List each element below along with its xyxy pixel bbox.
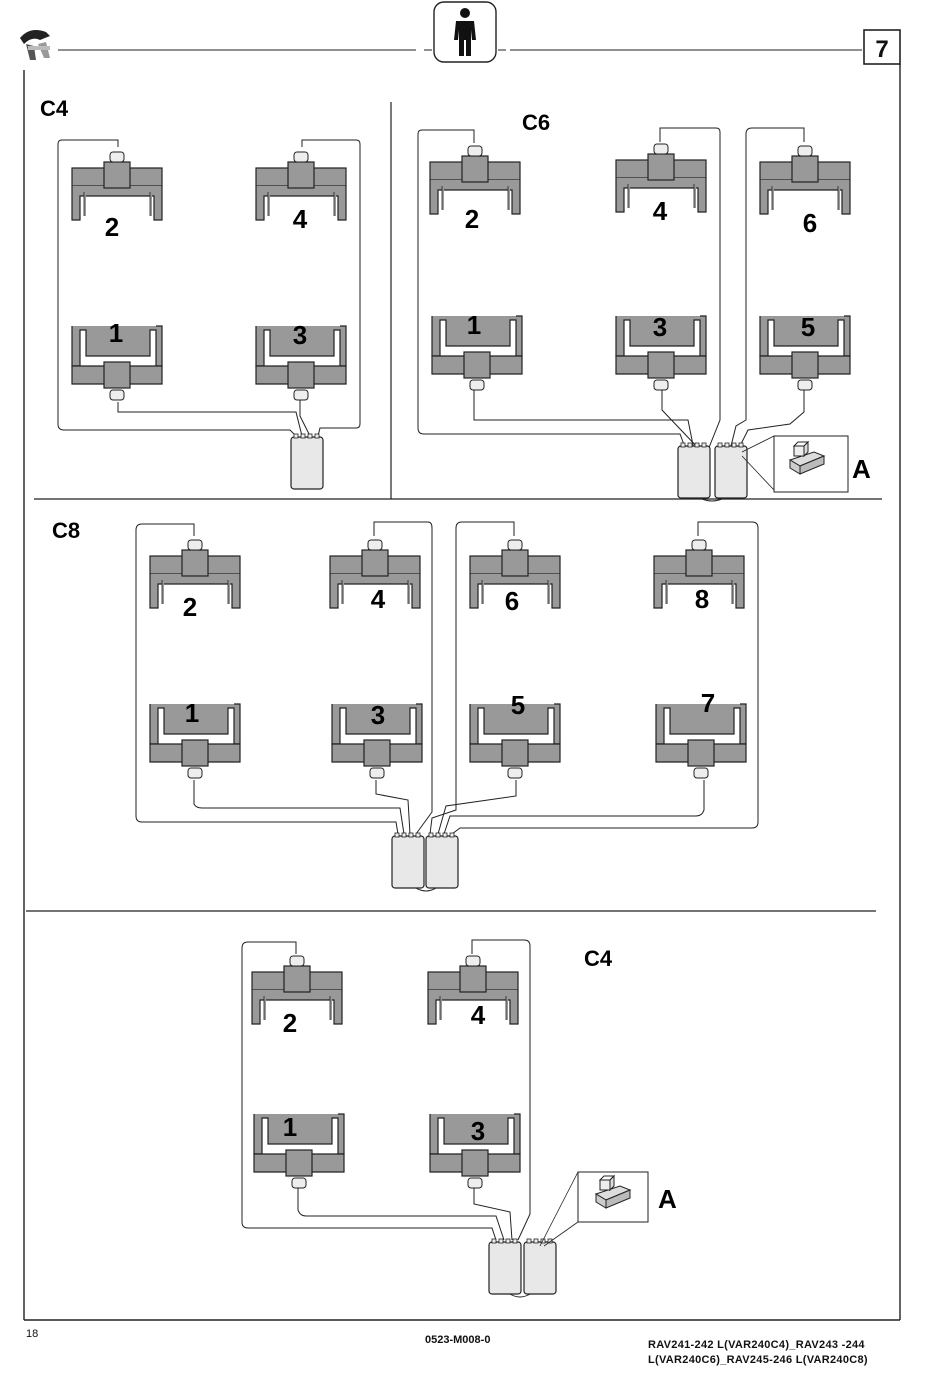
control-box — [524, 1239, 556, 1294]
control-box — [426, 833, 458, 888]
section-c4-bottom: C4 2 4 1 3 A — [242, 940, 677, 1297]
section-c4-top: C4 2 4 1 3 — [40, 96, 360, 489]
control-box — [392, 833, 424, 888]
lift-number: 1 — [283, 1112, 297, 1142]
lift-number: 8 — [695, 584, 709, 614]
lift-column-4: 4 — [330, 540, 420, 614]
lift-number: 2 — [283, 1008, 297, 1038]
page-tag-number: 7 — [875, 36, 888, 63]
lift-number: 4 — [653, 196, 668, 226]
lift-number: 6 — [803, 208, 817, 238]
lift-number: 5 — [511, 690, 525, 720]
model-list-line-1: RAV241-242 L(VAR240C4)_RAV243 -244 — [648, 1339, 865, 1351]
lift-column-5: 5 — [760, 312, 850, 390]
section-label: C8 — [52, 518, 80, 543]
detail-a-callout: A — [742, 436, 871, 492]
model-list-line-2: L(VAR240C6)_RAV245-246 L(VAR240C8) — [648, 1354, 868, 1366]
lift-column-2: 2 — [72, 152, 162, 242]
lift-column-4: 4 — [616, 144, 706, 226]
section-c8: C8 2 4 6 8 1 3 5 7 — [52, 518, 758, 891]
lift-number: 1 — [185, 698, 199, 728]
lift-column-3: 3 — [332, 700, 422, 778]
lift-number: 7 — [701, 688, 715, 718]
detail-a-callout: A — [540, 1172, 677, 1246]
lift-number: 3 — [371, 700, 385, 730]
lift-column-3: 3 — [256, 320, 346, 400]
lift-number: 1 — [109, 318, 123, 348]
lift-column-5: 5 — [470, 690, 560, 778]
lift-number: 1 — [467, 310, 481, 340]
lift-number: 3 — [653, 312, 667, 342]
lift-column-8: 8 — [654, 540, 744, 614]
lift-column-7: 7 — [656, 688, 746, 778]
lift-column-6: 6 — [760, 146, 850, 238]
lift-number: 3 — [293, 320, 307, 350]
lift-number: 2 — [183, 592, 197, 622]
lift-column-1: 1 — [254, 1112, 344, 1188]
lift-number: 2 — [465, 204, 479, 234]
page-number: 18 — [26, 1328, 38, 1340]
lift-column-2: 2 — [252, 956, 342, 1038]
lift-number: 3 — [471, 1116, 485, 1146]
lift-number: 4 — [471, 1000, 486, 1030]
section-c6: C6 2 4 6 1 3 5 A — [418, 110, 871, 501]
lift-column-6: 6 — [470, 540, 560, 616]
person-standing-icon — [424, 2, 506, 62]
lift-column-2: 2 — [430, 146, 520, 234]
brand-logo — [20, 30, 50, 60]
section-label: C6 — [522, 110, 550, 135]
lift-column-3: 3 — [616, 312, 706, 390]
lift-column-4: 4 — [428, 956, 518, 1030]
lift-column-1: 1 — [432, 310, 522, 390]
lift-column-2: 2 — [150, 540, 240, 622]
lift-number: 5 — [801, 312, 815, 342]
control-box — [291, 434, 323, 489]
section-label: C4 — [584, 946, 613, 971]
lift-number: 6 — [505, 586, 519, 616]
lift-number: 4 — [293, 204, 308, 234]
section-label: C4 — [40, 96, 69, 121]
page-tag-box: 7 — [864, 30, 900, 64]
lift-column-4: 4 — [256, 152, 346, 234]
lift-column-1: 1 — [150, 698, 240, 778]
lift-column-3: 3 — [430, 1114, 520, 1188]
control-box — [489, 1239, 521, 1294]
callout-label: A — [852, 454, 871, 484]
lift-number: 4 — [371, 584, 386, 614]
callout-label: A — [658, 1184, 677, 1214]
lift-column-1: 1 — [72, 318, 162, 400]
document-code: 0523-M008-0 — [425, 1334, 490, 1346]
lift-number: 2 — [105, 212, 119, 242]
control-box — [678, 443, 710, 498]
control-box — [715, 443, 747, 498]
